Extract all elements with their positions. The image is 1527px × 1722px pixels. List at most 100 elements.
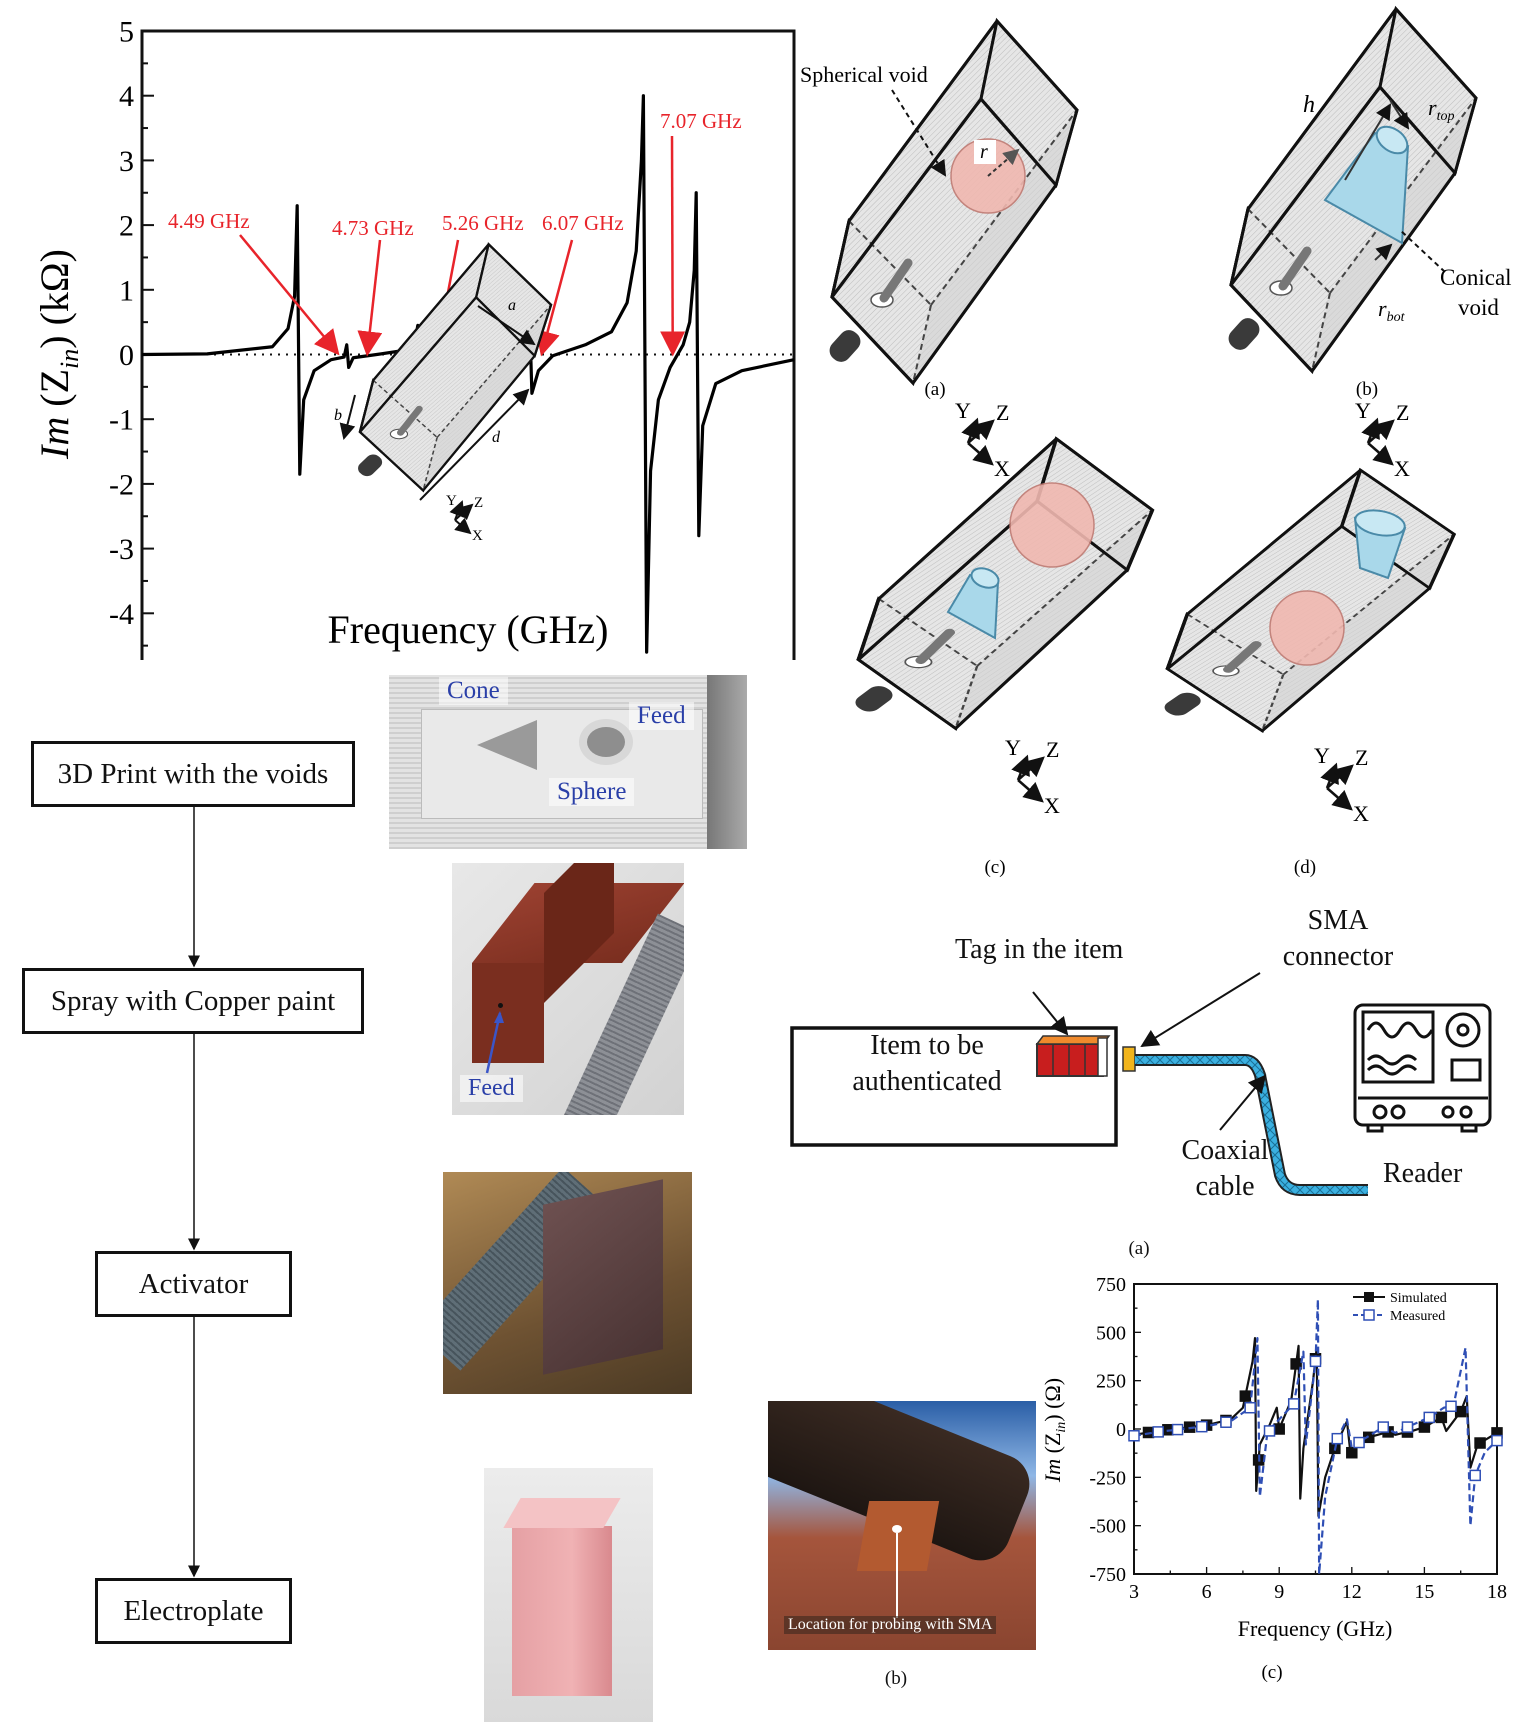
label-cone: Cone — [439, 677, 508, 705]
geometry-panels: r Spherical void Y Z X (a) h rtop rbot — [800, 0, 1512, 878]
spherical-void-pointer — [891, 89, 947, 177]
panel-c-cone-and-sphere: Y Z X (c) — [851, 439, 1153, 878]
axis-x-label: X — [1394, 456, 1410, 481]
data-point-measured — [1171, 1423, 1184, 1436]
h-arrow — [1344, 103, 1392, 181]
reader-label: Reader — [1383, 1158, 1463, 1189]
spherical-void — [1269, 590, 1345, 666]
conical-void-pointer — [1399, 229, 1446, 273]
dim-a-label: a — [508, 297, 516, 314]
shadow — [707, 675, 747, 849]
axis-z-label: Z — [1396, 400, 1409, 425]
x-tick-label: 15 — [1414, 1581, 1434, 1603]
probe-location-label: Location for probing with SMA — [784, 1616, 997, 1634]
rbot-arrow — [1374, 243, 1393, 261]
y-tick-label: -750 — [1089, 1564, 1126, 1586]
probe-pointer-line — [896, 1533, 898, 1618]
feed-arrow — [485, 1011, 504, 1074]
axes-triad-b: Y Z X — [1355, 398, 1410, 481]
cone-top-ellipse — [1375, 125, 1409, 155]
axis-y-label: Y — [1005, 735, 1021, 760]
data-point-measured — [1287, 1398, 1300, 1410]
data-point-measured — [1196, 1420, 1208, 1433]
y-tick-label: 2 — [119, 210, 134, 243]
sma-connector — [1122, 1046, 1136, 1072]
flow-step-spray-copper: Spray with Copper paint — [22, 968, 364, 1034]
x-tick-label: 9 — [1274, 1581, 1284, 1603]
caption-c: (c) — [984, 857, 1005, 878]
spherical-void-label: Spherical void — [800, 62, 928, 87]
chart1-axes: 345678543210-1-2-3-4-5 — [109, 16, 796, 660]
y-tick-label: 750 — [1096, 1274, 1126, 1296]
chart2-ylabel: Im (Zin) (Ω) — [1040, 1378, 1069, 1483]
flow-step-activator: Activator — [95, 1251, 292, 1317]
y-tick-label: -3 — [109, 533, 134, 566]
data-point-measured — [1263, 1425, 1276, 1437]
annotation-arrow — [239, 234, 340, 356]
y-tick-label: 250 — [1096, 1371, 1126, 1393]
label-feed: Feed — [629, 702, 694, 730]
data-point-measured — [1244, 1401, 1256, 1414]
tag-block — [856, 1501, 940, 1571]
axis-y-label: Y — [446, 493, 457, 509]
plated-block — [512, 1526, 612, 1696]
y-tick-label: -1 — [109, 404, 134, 437]
chart2-series — [1128, 1298, 1503, 1576]
chart2-legend: Simulated Measured — [1353, 1291, 1447, 1324]
data-point-simulated — [1239, 1390, 1252, 1402]
data-point-simulated — [1273, 1423, 1285, 1435]
axes-triad-d: Y Z X — [1314, 743, 1369, 826]
annotation-label: 7.07 GHz — [660, 109, 742, 133]
x-tick-label: 18 — [1487, 1581, 1507, 1603]
axis-z-label: Z — [1355, 745, 1368, 770]
annotation-label: 5.26 GHz — [442, 211, 524, 235]
sphere-cavity — [587, 727, 625, 757]
dim-b-arrow — [339, 394, 356, 440]
annotation-label: 4.49 GHz — [168, 209, 250, 233]
photo-activated-block — [443, 1172, 692, 1394]
sma-label-line1: SMA — [1307, 905, 1369, 936]
photo-3d-printed-part: Cone Feed Sphere — [389, 675, 747, 849]
photo-copper-painted-block: Feed — [452, 863, 684, 1115]
coaxial-cable — [1135, 1056, 1368, 1194]
inset-cavity-box — [355, 244, 551, 490]
rtop-label: rtop — [1428, 95, 1454, 124]
caption-d: (d) — [1294, 857, 1316, 878]
rbot-label: rbot — [1378, 296, 1406, 325]
panel-b-conical: h rtop rbot Conical void Y Z X (b) — [1224, 9, 1512, 481]
y-tick-label: 3 — [119, 145, 134, 178]
cone-top-ellipse — [970, 567, 1000, 589]
axes-triad-c: Y Z X — [1005, 735, 1060, 818]
caption-a: (a) — [924, 379, 945, 400]
probe-point — [892, 1525, 902, 1533]
data-point-measured — [1309, 1355, 1322, 1368]
cable-pointer — [1219, 1074, 1267, 1131]
legend-simulated-label: Simulated — [1390, 1291, 1447, 1306]
panel-d-sphere-and-cone: Y Z X (d) — [1160, 470, 1454, 878]
y-tick-label: -4 — [109, 598, 134, 631]
y-tick-label: 5 — [119, 16, 134, 49]
series-line-measured — [1133, 1298, 1498, 1576]
legend-measured-label: Measured — [1390, 1309, 1445, 1324]
block-front — [472, 963, 544, 1063]
label-feed: Feed — [460, 1075, 523, 1102]
item-label-line2: authenticated — [852, 1066, 1002, 1098]
cavity-box-c — [851, 439, 1153, 729]
data-point-measured — [1220, 1416, 1232, 1428]
inset-dimensions: a b d — [334, 297, 536, 501]
data-point-simulated — [1435, 1411, 1448, 1424]
data-point-measured — [1423, 1411, 1435, 1424]
conical-void-label-1: Conical — [1440, 265, 1512, 290]
dim-b-label: b — [334, 407, 342, 424]
y-tick-label: -250 — [1089, 1467, 1126, 1489]
cone-cavity — [477, 720, 537, 770]
h-label: h — [1303, 92, 1315, 118]
conical-void-label-2: void — [1458, 295, 1499, 320]
plated-block-top — [503, 1498, 621, 1528]
chart1-ylabel: Im (Zin) (kΩ) — [32, 249, 84, 460]
photo-electroplated-block — [484, 1468, 653, 1722]
tag-label: Tag in the item — [955, 934, 1124, 965]
radius-label-bg — [974, 140, 996, 164]
